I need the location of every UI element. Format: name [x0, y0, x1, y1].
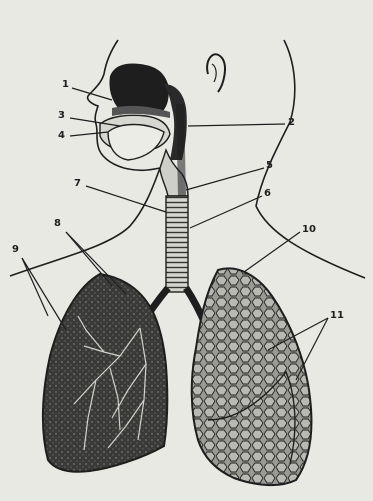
label-9: 9 [12, 245, 19, 255]
label-1: 1 [62, 80, 69, 90]
label-6: 6 [264, 189, 271, 199]
trachea [166, 196, 188, 292]
label-10: 10 [302, 225, 316, 235]
label-4: 4 [58, 131, 65, 141]
nasal-cavity [109, 64, 168, 113]
label-2: 2 [288, 118, 295, 128]
label-3: 3 [58, 111, 65, 121]
label-8: 8 [54, 219, 61, 229]
label-11: 11 [330, 311, 344, 321]
left-lung [43, 274, 167, 472]
right-lung [192, 268, 312, 485]
label-7: 7 [74, 179, 81, 189]
tongue [108, 125, 164, 161]
label-5: 5 [266, 161, 273, 171]
